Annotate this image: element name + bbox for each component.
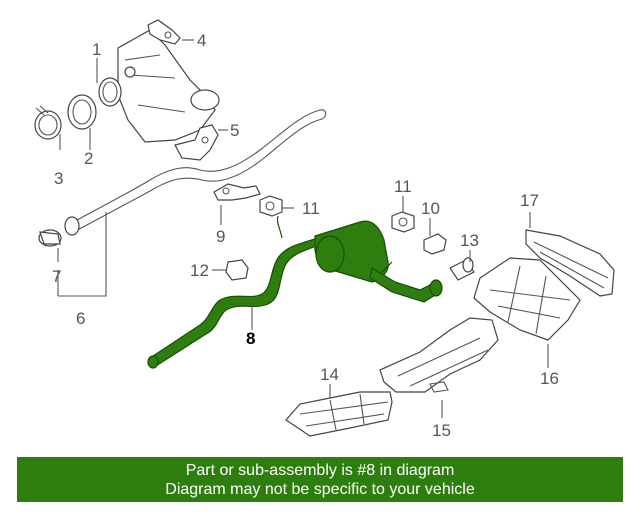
callout-9[interactable]: 9 <box>216 227 225 246</box>
part-6-front-pipe[interactable] <box>64 109 327 236</box>
exhaust-system-diagram: 1 2 3 4 5 6 7 8 9 10 11 11 12 13 14 15 1… <box>34 19 615 440</box>
callout-17[interactable]: 17 <box>520 191 539 210</box>
part-3-clamp[interactable] <box>34 105 62 140</box>
part-info-banner: Part or sub-assembly is #8 in diagram Di… <box>17 457 623 502</box>
part-14-heat-shield[interactable] <box>285 391 393 437</box>
callout-14[interactable]: 14 <box>320 365 339 384</box>
callout-16[interactable]: 16 <box>540 369 559 388</box>
leader-lines <box>57 39 549 418</box>
callout-3[interactable]: 3 <box>54 169 63 188</box>
banner-line-1: Part or sub-assembly is #8 in diagram <box>185 462 455 479</box>
part-7-clamp[interactable] <box>38 229 62 247</box>
callout-6[interactable]: 6 <box>76 309 85 328</box>
part-1-catalytic-converter[interactable] <box>98 29 220 143</box>
part-10-bracket[interactable] <box>423 233 447 255</box>
callout-1[interactable]: 1 <box>92 40 101 59</box>
callout-12[interactable]: 12 <box>190 261 209 280</box>
callout-7[interactable]: 7 <box>52 267 61 286</box>
callouts: 1 2 3 4 5 6 7 8 9 10 11 11 12 13 14 15 1… <box>52 31 559 440</box>
part-8-muffler-assembly[interactable] <box>147 215 443 369</box>
callout-11b[interactable]: 11 <box>394 177 412 196</box>
part-2-gasket[interactable] <box>67 94 97 130</box>
callout-4[interactable]: 4 <box>197 31 206 50</box>
part-15-heat-shield[interactable] <box>379 317 499 393</box>
callout-8[interactable]: 8 <box>246 329 255 348</box>
part-5-bracket[interactable] <box>174 124 219 161</box>
part-12-mount[interactable] <box>225 259 249 281</box>
part-11-hanger-a[interactable] <box>259 195 283 217</box>
callout-5[interactable]: 5 <box>230 121 239 140</box>
callout-13[interactable]: 13 <box>460 231 479 250</box>
banner-line-2: Diagram may not be specific to your vehi… <box>165 481 475 498</box>
callout-11a[interactable]: 11 <box>302 199 320 218</box>
callout-10[interactable]: 10 <box>421 199 440 218</box>
part-17-heat-shield[interactable] <box>525 229 615 297</box>
part-16-heat-shield[interactable] <box>473 257 581 341</box>
callout-2[interactable]: 2 <box>84 149 93 168</box>
callout-15[interactable]: 15 <box>432 421 451 440</box>
part-9-hanger[interactable] <box>213 183 261 201</box>
part-4-bracket[interactable] <box>147 19 181 45</box>
part-11-hanger-b[interactable] <box>391 211 415 233</box>
